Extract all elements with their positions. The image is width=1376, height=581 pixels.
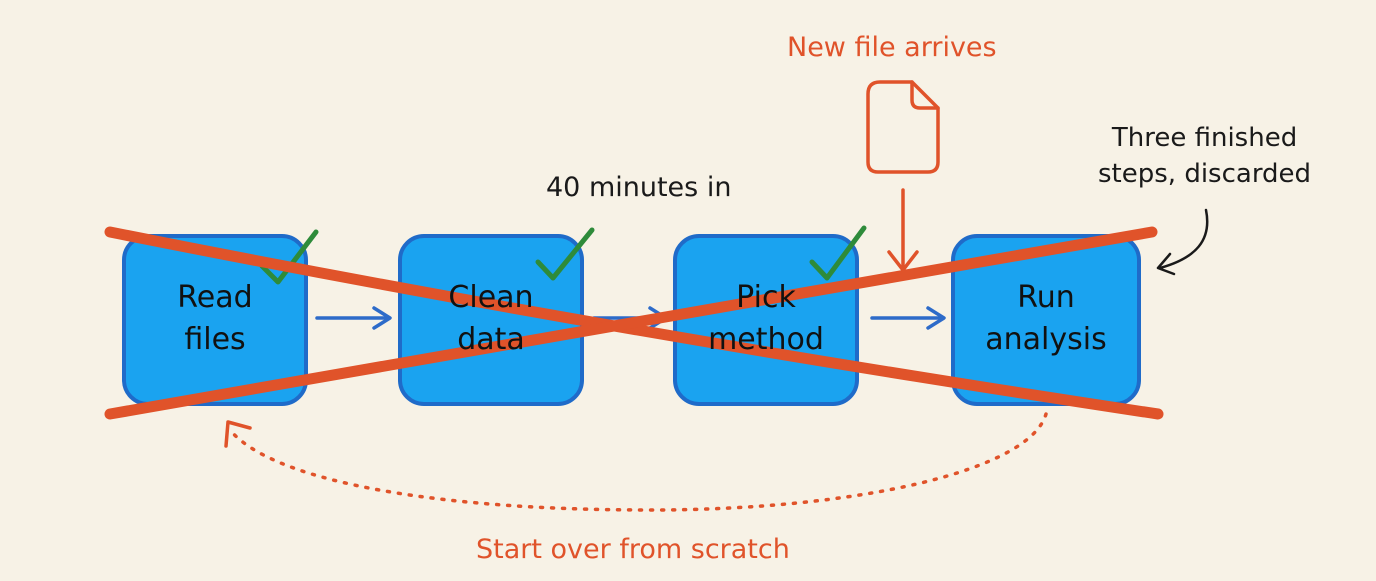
step-label-line: data (457, 322, 525, 357)
checkmark-icon (809, 225, 867, 281)
discarded-note-line: steps, discarded (1098, 159, 1312, 189)
step-box-run-analysis (951, 234, 1141, 406)
discarded-pointer-arrow (1156, 208, 1209, 276)
checkmark-icon (535, 227, 595, 281)
discarded-note: Three finished steps, discarded (1098, 120, 1311, 192)
step-label-line: Run (1017, 280, 1075, 315)
step-label-run-analysis: Run analysis (985, 277, 1106, 361)
discarded-note-line: Three finished (1111, 123, 1298, 153)
step-label-line: Clean (448, 280, 534, 315)
step-box-read-files (122, 234, 308, 406)
checkmark-icon (259, 229, 319, 285)
step-label-read-files: Read files (177, 277, 252, 361)
new-file-note: New file arrives (787, 32, 997, 63)
new-file-arrow (887, 188, 919, 272)
step-label-pick-method: Pick method (708, 277, 824, 361)
step-label-line: Read (177, 280, 253, 315)
step-label-line: Pick (736, 280, 796, 315)
flow-arrow-1 (315, 306, 392, 330)
flow-arrow-3 (870, 306, 946, 330)
elapsed-time-note: 40 minutes in (546, 172, 732, 203)
step-label-line: analysis (985, 322, 1107, 357)
step-label-line: files (184, 322, 246, 357)
step-label-clean-data: Clean data (448, 277, 533, 361)
cross-out-line (104, 226, 1158, 420)
restart-arrow (224, 412, 1048, 512)
step-label-line: method (708, 322, 824, 357)
file-icon (866, 80, 940, 174)
restart-note: Start over from scratch (476, 534, 790, 565)
